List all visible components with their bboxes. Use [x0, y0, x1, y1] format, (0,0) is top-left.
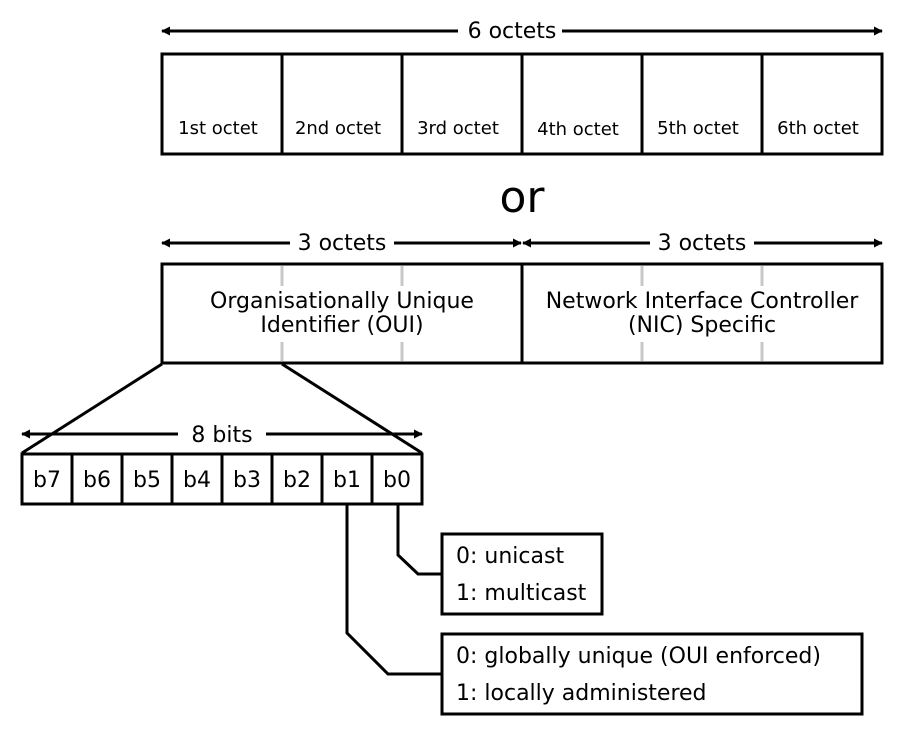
- octet-cell-5: [640, 52, 764, 156]
- bit-label-b4: b4: [183, 468, 211, 493]
- octet-label-3: 3rd octet: [417, 118, 499, 139]
- oui-span-arrow: 3 octets: [161, 231, 522, 256]
- b0-meaning-frame: [440, 532, 604, 616]
- b1-global-text: 0: globally unique (OUI enforced): [456, 644, 821, 669]
- b1-meaning-box: 0: globally unique (OUI enforced) 1: loc…: [440, 632, 864, 716]
- b0-meaning-box: 0: unicast 1: multicast: [440, 532, 604, 616]
- six-octets-span-arrow: 6 octets: [161, 19, 883, 44]
- octet-cell-3: [400, 52, 524, 156]
- nic-label-line2: (NIC) Specific: [628, 313, 776, 338]
- nic-span-arrow: 3 octets: [522, 231, 883, 256]
- zoom-line-right: [281, 362, 423, 455]
- octet-label-6: 6th octet: [777, 118, 859, 139]
- octet-cell-2: [280, 52, 404, 156]
- bit-cell-b0: [370, 452, 424, 506]
- bit-label-b7: b7: [33, 468, 61, 493]
- or-label: or: [499, 172, 545, 223]
- b1-connector: [345, 504, 442, 676]
- b0-connector: [396, 504, 442, 576]
- octet-cell-1: [160, 52, 284, 156]
- bit-cell-b1: [320, 452, 374, 506]
- octet-cell-6: [760, 52, 884, 156]
- nic-label-line1: Network Interface Controller: [546, 289, 860, 314]
- b1-local-text: 1: locally administered: [456, 681, 707, 706]
- oui-label-line1: Organisationally Unique: [210, 289, 474, 314]
- bit-cell-b2: [270, 452, 324, 506]
- octet-label-1: 1st octet: [178, 118, 258, 139]
- nic-span-label: 3 octets: [658, 231, 747, 256]
- octet-label-4: 4th octet: [537, 119, 619, 140]
- octet-label-5: 5th octet: [657, 118, 739, 139]
- bit-label-b5: b5: [133, 468, 161, 493]
- oui-label-line2: Identifier (OUI): [260, 313, 423, 338]
- nic-label-backdrop: [534, 286, 870, 342]
- eight-bits-label: 8 bits: [191, 423, 252, 448]
- bit-label-b6: b6: [83, 468, 111, 493]
- b0-unicast-text: 0: unicast: [456, 544, 564, 569]
- octet-row: 1st octet 2nd octet 3rd octet 4th octet …: [160, 52, 884, 156]
- oui-label-backdrop: [202, 286, 484, 342]
- bit-label-b2: b2: [283, 468, 311, 493]
- bit-label-b1: b1: [333, 468, 361, 493]
- eight-bits-span-arrow: 8 bits: [21, 423, 423, 448]
- zoom-line-left: [21, 362, 163, 455]
- bit-row: b7 b6 b5 b4 b3 b2 b1 b0: [20, 452, 424, 506]
- bit-cell-b3: [220, 452, 274, 506]
- oui-nic-row: Organisationally Unique Identifier (OUI)…: [160, 262, 884, 365]
- bit-cell-b7: [20, 452, 74, 506]
- bit-cell-b5: [120, 452, 174, 506]
- six-octets-label: 6 octets: [468, 19, 557, 44]
- b1-meaning-frame: [440, 632, 864, 716]
- bit-label-b3: b3: [233, 468, 261, 493]
- oui-span-label: 3 octets: [298, 231, 387, 256]
- bit-cell-b4: [170, 452, 224, 506]
- bit-label-b0: b0: [383, 468, 411, 493]
- b0-multicast-text: 1: multicast: [456, 581, 587, 606]
- octet-label-2: 2nd octet: [295, 118, 381, 139]
